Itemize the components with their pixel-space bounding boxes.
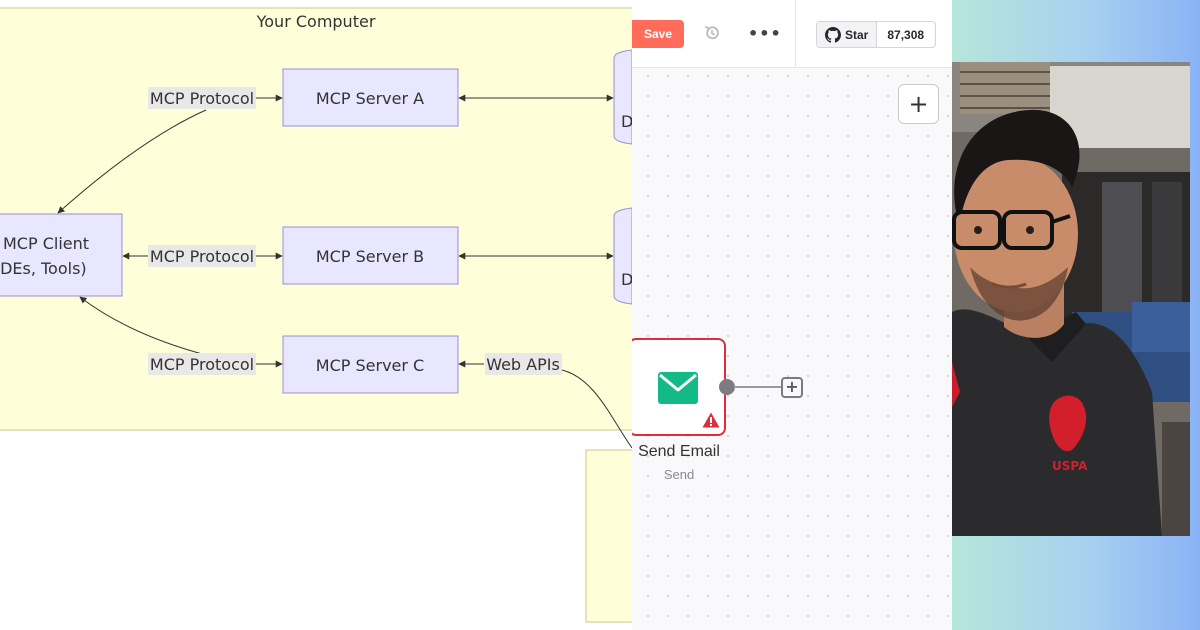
group-label: Your Computer	[256, 12, 376, 31]
edge-remote-to-webapi	[561, 369, 632, 449]
send-email-node[interactable]	[632, 338, 726, 436]
mcp-server-b-label: MCP Server B	[316, 247, 424, 266]
datasource-a-cylinder: D	[613, 49, 632, 145]
editor-toolbar: Save ••• Star 87,308	[632, 0, 952, 68]
envelope-icon	[658, 372, 698, 404]
add-node-button[interactable]: +	[898, 84, 939, 124]
datasource-b-cylinder: D	[613, 207, 632, 305]
toolbar-divider	[795, 0, 796, 68]
mcp-server-b-node	[282, 226, 459, 285]
mcp-server-a-node	[282, 68, 459, 127]
datasource-b-label: D	[621, 270, 632, 289]
history-button[interactable]	[700, 22, 724, 46]
github-star-button[interactable]: Star 87,308	[816, 21, 936, 48]
node-connector-line	[734, 386, 782, 388]
mcp-server-c-node	[282, 335, 459, 394]
warning-icon[interactable]	[702, 412, 720, 428]
save-button[interactable]: Save	[632, 20, 684, 48]
mcp-client-label-line1: MCP Client	[3, 234, 89, 253]
more-options-icon: •••	[748, 24, 782, 43]
more-options-button[interactable]: •••	[748, 22, 781, 46]
edge-server-c-to-client	[79, 296, 207, 356]
protocol-label-c: MCP Protocol	[150, 355, 254, 374]
edge-client-to-server-a	[57, 109, 207, 214]
workflow-editor: Save ••• Star 87,308 +	[632, 0, 952, 630]
datasource-a-label: D	[621, 112, 632, 131]
mcp-server-c-label: MCP Server C	[316, 356, 424, 375]
web-api-label-bg	[485, 353, 562, 375]
mcp-client-label-line2: IDEs, Tools)	[0, 259, 87, 278]
protocol-label-a-bg	[148, 87, 256, 109]
protocol-label-b-bg	[148, 245, 256, 267]
web-api-label: Web APIs	[486, 355, 560, 374]
history-icon	[705, 25, 719, 39]
github-star-count[interactable]: 87,308	[877, 22, 935, 47]
node-title: Send Email	[638, 443, 720, 460]
plus-icon: +	[908, 90, 929, 118]
mcp-server-a-label: MCP Server A	[316, 89, 424, 108]
plus-icon: +	[785, 377, 799, 396]
external-services-box	[585, 449, 632, 623]
node-subtitle: Send	[663, 467, 695, 482]
protocol-label-a: MCP Protocol	[150, 89, 254, 108]
protocol-label-c-bg	[148, 353, 256, 375]
diagram-canvas: Your Computer D D MCP Client IDEs, Tools…	[0, 7, 632, 623]
github-icon	[825, 26, 841, 43]
github-star-label: Star	[845, 27, 869, 42]
svg-text:USPA: USPA	[1052, 459, 1088, 473]
architecture-diagram: Your Computer D D MCP Client IDEs, Tools…	[0, 7, 632, 623]
github-star-part[interactable]: Star	[817, 22, 878, 47]
node-output-handle[interactable]	[719, 379, 735, 395]
protocol-label-b: MCP Protocol	[150, 247, 254, 266]
author-photo-panel: USPA	[952, 0, 1200, 630]
author-photo: USPA	[952, 62, 1190, 536]
mcp-client-node	[0, 213, 123, 297]
add-next-node-button[interactable]: +	[781, 377, 803, 398]
